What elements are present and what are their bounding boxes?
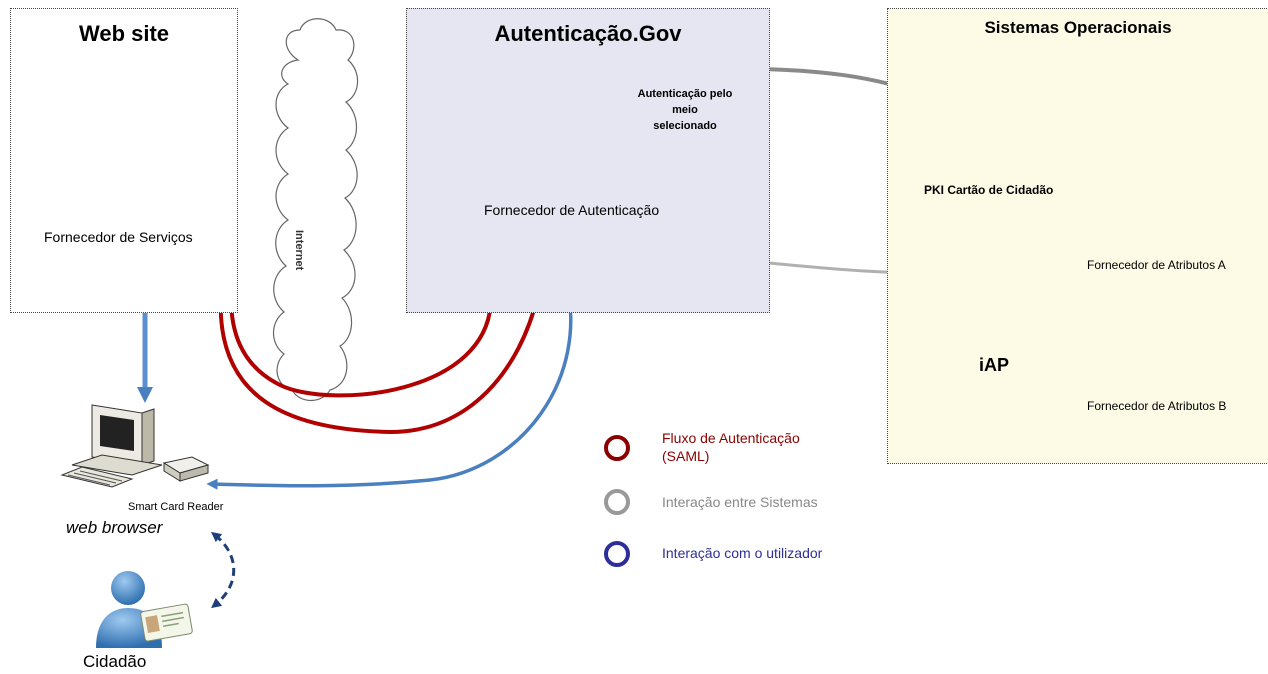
legend-user-circle	[604, 541, 630, 567]
operational-systems-box: Sistemas Operacionais	[887, 8, 1268, 464]
smart-card-reader-label: Smart Card Reader	[128, 501, 224, 513]
citizen-label: Cidadão	[83, 652, 147, 671]
legend-systems-circle	[604, 489, 630, 515]
arrow-citizen-browser	[211, 531, 236, 609]
auth-gov-title: Autenticação.Gov	[494, 21, 682, 46]
legend-saml-line-1: Fluxo de Autenticação	[662, 430, 800, 446]
auth-provider-label: Fornecedor de Autenticação	[484, 202, 660, 218]
web-site-box: Web site	[10, 8, 238, 313]
web-site-title: Web site	[78, 21, 170, 46]
internet-label: Internet	[293, 230, 305, 271]
attr-a-label: Fornecedor de Atributos A	[1087, 258, 1226, 272]
service-provider-label: Fornecedor de Serviços	[44, 229, 193, 245]
legend-saml-circle	[604, 435, 630, 461]
legend-systems-label: Interação entre Sistemas	[662, 494, 818, 510]
user-flow-arrow	[206, 274, 573, 490]
citizen-person-icon	[96, 571, 193, 648]
internet-cloud-icon	[272, 18, 359, 402]
legend-saml-label: Fluxo de Autenticação (SAML)	[662, 429, 800, 465]
operational-systems-title: Sistemas Operacionais	[984, 18, 1172, 37]
legend-user-label: Interação com o utilizador	[662, 545, 823, 561]
computer-icon	[60, 404, 210, 488]
auth-gov-box: Autenticação.Gov	[406, 8, 770, 313]
legend-saml-line-2: (SAML)	[662, 448, 710, 464]
auth-method-note-line-1: Autenticação pelo	[637, 88, 733, 100]
attr-b-label: Fornecedor de Atributos B	[1087, 399, 1227, 413]
auth-method-note-line-2: meio	[672, 104, 698, 116]
legend-circles	[604, 435, 630, 567]
pki-label: PKI Cartão de Cidadão	[924, 183, 1054, 197]
web-browser-label: web browser	[66, 518, 163, 537]
auth-method-note-line-3: selecionado	[653, 120, 717, 132]
iap-label: iAP	[979, 355, 1010, 375]
auth-method-note: Autenticação pelo meio selecionado	[626, 86, 744, 134]
